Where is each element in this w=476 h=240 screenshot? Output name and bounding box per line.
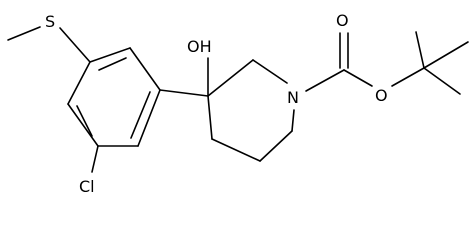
bond-methyl-s: [7, 26, 41, 41]
bond-tbu-me3: [423, 67, 461, 95]
atom-label-sulfur: S: [45, 12, 55, 31]
bond-ring-5: [67, 103, 99, 147]
bond-pip-1: [207, 59, 254, 97]
atom-label-hydroxyl: OH: [187, 37, 212, 56]
bond-tbu-me2: [415, 31, 425, 69]
bond-pip-3: [291, 109, 295, 132]
bond-ring-inner-2: [130, 91, 151, 139]
bond-ring-6: [67, 61, 91, 105]
bond-n-carbonyl: [305, 69, 345, 92]
atom-label-ester-oxygen: O: [375, 86, 388, 105]
chemical-structure-diagram: S OH N O O Cl: [7, 11, 469, 196]
bond-ring-cl: [91, 145, 99, 173]
bond-ring-inner-3: [76, 105, 93, 137]
bond-o-tbu: [391, 67, 425, 87]
atom-label-carbonyl-oxygen: O: [336, 11, 349, 30]
structure-canvas: S OH N O O Cl: [7, 11, 469, 196]
atom-label-chlorine: Cl: [79, 177, 95, 196]
bond-pip-2: [252, 59, 288, 84]
bond-pip-6: [207, 95, 213, 140]
bond-s-ring: [59, 27, 91, 63]
bond-ring-inner-1: [98, 57, 127, 71]
bond-ring-2: [129, 47, 161, 91]
bond-ring-3: [137, 89, 161, 147]
bond-pip-5: [211, 138, 261, 162]
bond-tbu-me1: [423, 41, 469, 69]
atom-label-nitrogen: N: [287, 88, 299, 107]
bond-aryl-c3: [159, 89, 209, 97]
bond-pip-4: [259, 130, 293, 162]
bond-carbonyl-ester-o: [343, 69, 373, 87]
bond-ring-1: [89, 47, 131, 63]
